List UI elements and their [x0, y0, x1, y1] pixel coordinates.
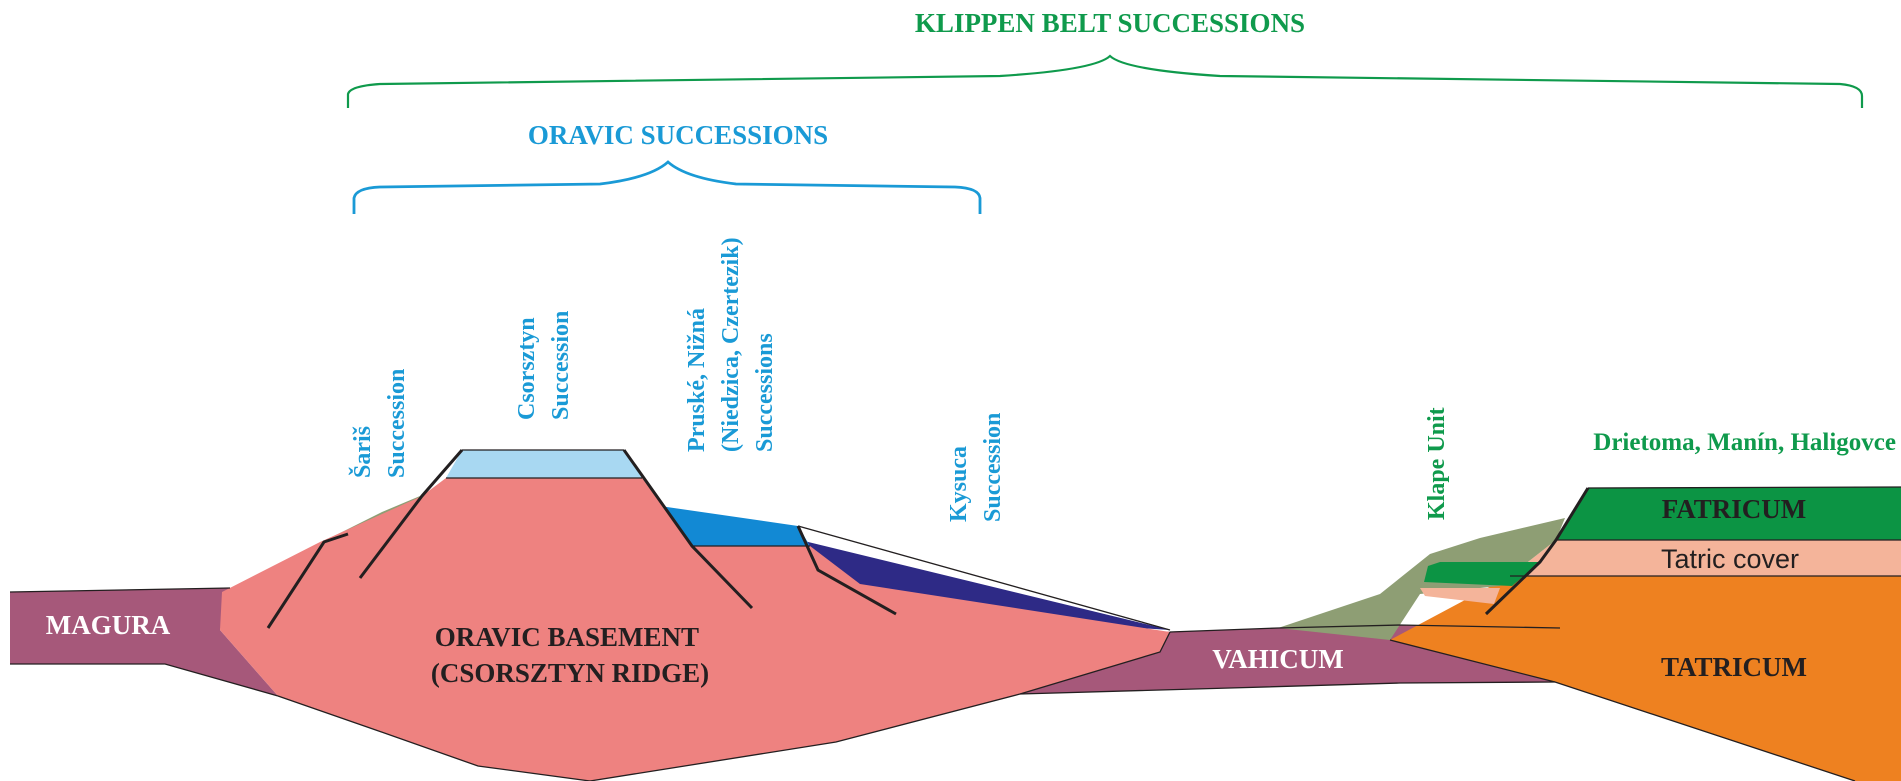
- vahicum-label: VAHICUM: [1212, 644, 1344, 674]
- pruske-line-1: Pruské, Nižná: [684, 308, 710, 452]
- fault-lines: [266, 449, 1590, 629]
- outlines: [9, 449, 1901, 781]
- oravic-basement-body: [220, 478, 1170, 781]
- saris-succession-label: Šariš Succession: [349, 369, 410, 478]
- klippen-belt-brace: [346, 54, 1864, 108]
- csorsztyn-succession-label: Csorsztyn Succession: [514, 311, 574, 420]
- fault-csorsztyn-right: [622, 449, 754, 610]
- saris-line-2: Succession: [384, 369, 410, 478]
- kysuca-line-2: Succession: [980, 413, 1006, 522]
- oravic-basement-line-1: ORAVIC BASEMENT: [435, 622, 699, 652]
- oravic-basement-line-2: (CSORSZTYN RIDGE): [431, 658, 709, 688]
- klape-unit-body: [1424, 562, 1540, 586]
- klape-olive-cover: [1278, 518, 1565, 640]
- magura-body: [10, 588, 278, 696]
- pruske-body: [660, 506, 810, 546]
- magura-label: MAGURA: [46, 610, 171, 640]
- oravic-successions-title: ORAVIC SUCCESSIONS: [528, 120, 828, 150]
- pruske-successions-label: Pruské, Nižná (Niedzica, Czertezik) Succ…: [684, 231, 778, 452]
- oravic-successions-brace: [352, 160, 982, 214]
- kysuca-succession-label: Kysuca Succession: [946, 413, 1006, 522]
- kysuca-line-1: Kysuca: [946, 446, 972, 522]
- klape-unit-label: Klape Unit: [1424, 407, 1450, 520]
- fault-csorsztyn-left: [358, 449, 464, 579]
- fault-pruske: [796, 525, 897, 616]
- fatricum-body: [1556, 487, 1901, 540]
- csorsztyn-cap-body: [446, 450, 642, 478]
- drietoma-label: Drietoma, Manín, Haligovce: [1593, 429, 1896, 456]
- klape-pink-slice: [1420, 588, 1500, 604]
- csorsztyn-line-2: Succession: [548, 311, 574, 420]
- tatric-cover-label: Tatric cover: [1661, 544, 1799, 574]
- saris-line-1: Šariš: [349, 426, 376, 478]
- pruske-line-2: (Niedzica, Czertezik): [718, 237, 744, 452]
- csorsztyn-line-1: Csorsztyn: [514, 317, 540, 420]
- tatricum-label: TATRICUM: [1661, 652, 1807, 682]
- klippen-belt-title: KLIPPEN BELT SUCCESSIONS: [915, 8, 1305, 38]
- fault-klape: [1484, 487, 1590, 616]
- oravic-basement-label: ORAVIC BASEMENT (CSORSZTYN RIDGE): [431, 622, 709, 688]
- fault-saris: [266, 532, 349, 629]
- fatricum-label: FATRICUM: [1662, 494, 1806, 524]
- tatric-cover-body: [1510, 540, 1901, 576]
- pruske-line-3: Successions: [752, 333, 778, 452]
